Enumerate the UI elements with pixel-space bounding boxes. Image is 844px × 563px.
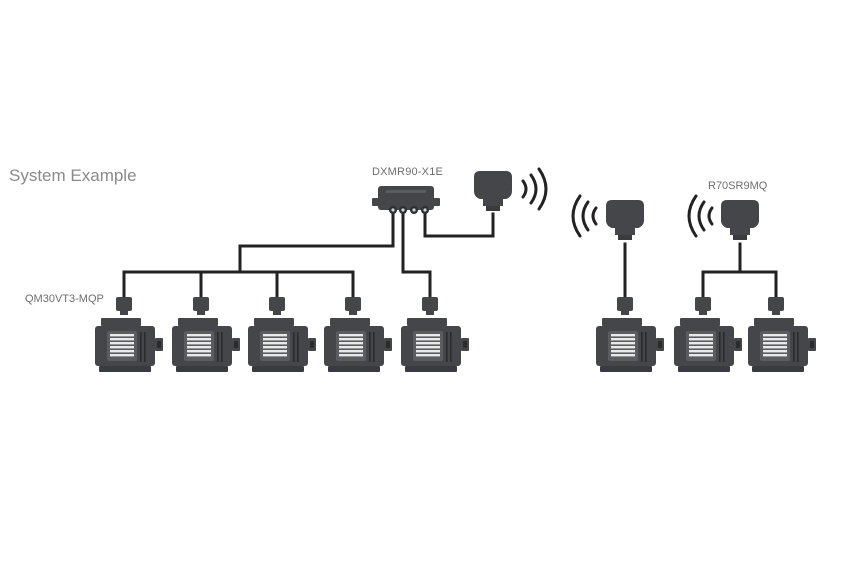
gateway-label: R70SR9MQ xyxy=(708,180,768,192)
motor-icon xyxy=(674,318,742,372)
motor-icon xyxy=(172,318,240,372)
sensor-icon xyxy=(695,297,711,315)
page-title: System Example xyxy=(9,166,137,185)
motor-icon xyxy=(95,318,163,372)
sensor-icon xyxy=(269,297,285,315)
motor-icon xyxy=(401,318,469,372)
motor-icon xyxy=(324,318,392,372)
hub-icon xyxy=(372,186,440,214)
motor-icon xyxy=(596,318,664,372)
sensor-icon xyxy=(617,297,633,315)
sensor-icon xyxy=(768,297,784,315)
sensor-icon xyxy=(345,297,361,315)
wiring-left xyxy=(122,210,495,300)
motor-icon xyxy=(248,318,316,372)
sensor-icon xyxy=(116,297,132,315)
radio-icon-hub xyxy=(474,171,512,211)
wiring-right xyxy=(623,242,778,300)
sensor-label: QM30VT3-MQP xyxy=(25,293,104,305)
radio-icon-gateway-1 xyxy=(606,200,644,240)
motor-icon xyxy=(748,318,816,372)
wireless-signal-icon xyxy=(521,167,714,238)
sensor-icon xyxy=(193,297,209,315)
hub-label: DXMR90-X1E xyxy=(372,166,444,178)
radio-icon-gateway-2 xyxy=(721,200,759,240)
sensor-icon xyxy=(422,297,438,315)
